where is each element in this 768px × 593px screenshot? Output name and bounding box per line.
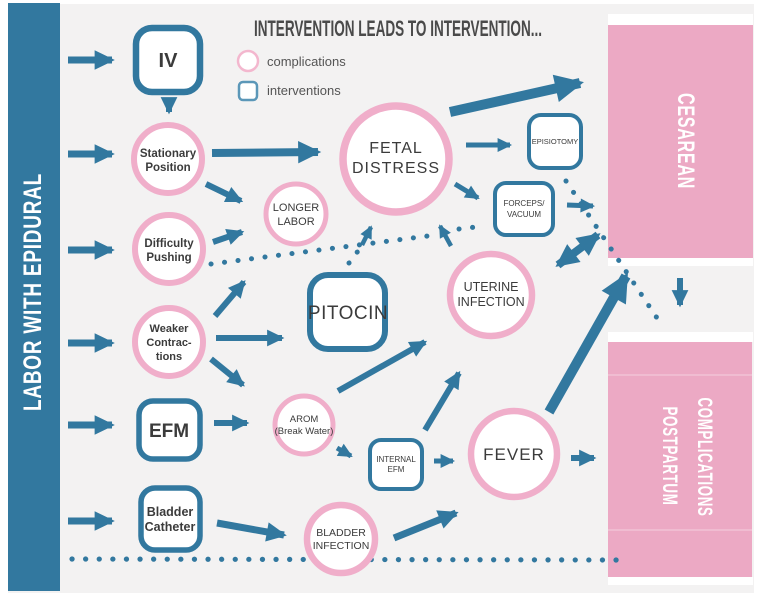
postpartum-label-line1: POSTPARTUM xyxy=(658,407,681,506)
fetal-distress-label-2: DISTRESS xyxy=(352,160,440,177)
node-efm xyxy=(136,398,203,462)
arrow-arom-to-internal-efm xyxy=(335,443,353,459)
sidebar-title: LABOR WITH EPIDURAL xyxy=(19,173,47,411)
dotted-arrowhead-into-fetal-distress-left xyxy=(359,225,374,247)
efm-label: EFM xyxy=(149,421,189,442)
arrow-arom-to-uterine-infection xyxy=(336,339,428,394)
fever-label: FEVER xyxy=(483,445,545,464)
bladder-infection-label-2: INFECTION xyxy=(313,540,370,552)
uterine-infection-label-1: UTERINE xyxy=(464,280,519,294)
uterine-infection-label-2: INFECTION xyxy=(457,295,524,309)
cesarean-panel xyxy=(608,25,753,258)
bladder-catheter-label-2: Catheter xyxy=(145,520,196,534)
iv-label: IV xyxy=(159,50,179,72)
weaker-label-2: Contrac- xyxy=(146,337,192,349)
episiotomy-label: EPISIOTOMY xyxy=(532,137,579,146)
pitocin-label: PITOCIN xyxy=(308,303,388,324)
legend-interventions-label: interventions xyxy=(267,83,341,98)
arom-label-1: AROM xyxy=(290,414,319,425)
node-arom xyxy=(272,393,336,457)
dotted-forceps-to-fetal-distress xyxy=(456,224,479,232)
fetal-distress-label-1: FETAL xyxy=(369,140,423,157)
difficulty-label-2: Pushing xyxy=(146,252,191,264)
difficulty-label-1: Difficulty xyxy=(144,238,194,250)
dotted-arrowhead-into-fetal-distress-right xyxy=(438,224,453,248)
arrow-cesarean-uterine-infection-double xyxy=(555,231,601,269)
arrow-forceps-to-cesarean xyxy=(566,198,596,213)
internal-efm-label-2: EFM xyxy=(388,465,405,474)
node-stationary-position xyxy=(131,122,205,196)
arrow-stationary-to-longer-labor xyxy=(204,181,244,204)
arom-label-2: (Break Water) xyxy=(275,426,334,437)
node-pitocin xyxy=(307,272,388,352)
arrow-fetal-distress-to-cesarean xyxy=(448,74,584,117)
left-margin xyxy=(0,0,8,593)
node-fetal-distress xyxy=(339,102,453,216)
right-margin xyxy=(754,0,768,593)
bladder-infection-label-1: BLADDER xyxy=(316,527,366,539)
arrow-bladder-infection-to-fever xyxy=(392,509,459,542)
forceps-label-2: VACUUM xyxy=(507,210,541,219)
panel-gap xyxy=(608,14,753,25)
bladder-catheter-label-1: Bladder xyxy=(147,505,194,519)
node-uterine-infection xyxy=(446,250,536,340)
dotted-pitocin-to-fetal-distress xyxy=(346,248,361,266)
legend-complications-label: complications xyxy=(267,54,346,69)
longer-labor-label-2: LABOR xyxy=(277,216,314,228)
node-weaker-contractions xyxy=(132,305,206,379)
node-forceps-vacuum xyxy=(493,181,555,237)
panel-gap xyxy=(608,332,753,342)
arrow-difficulty-to-longer-labor xyxy=(212,228,245,245)
diagram-title: INTERVENTION LEADS TO INTERVENTION... xyxy=(254,16,542,41)
node-iv xyxy=(132,24,204,96)
stationary-label-2: Position xyxy=(145,162,190,174)
arrow-weaker-to-arom xyxy=(209,356,245,388)
node-internal-efm xyxy=(368,438,424,491)
top-margin xyxy=(0,0,768,4)
panel-gap xyxy=(608,577,753,585)
postpartum-panel xyxy=(608,342,752,577)
forceps-label-1: FORCEPS/ xyxy=(504,199,546,208)
longer-labor-label-1: LONGER xyxy=(273,202,320,214)
dotted-difficulty-to-fetal-distress xyxy=(208,233,431,267)
weaker-label-3: tions xyxy=(156,351,182,363)
node-bladder-catheter xyxy=(138,485,203,553)
cesarean-label: CESAREAN xyxy=(672,93,699,189)
sidebar xyxy=(8,3,60,591)
legend-intervention-icon xyxy=(237,80,259,102)
node-difficulty-pushing xyxy=(132,212,206,286)
arrow-fetal-distress-to-forceps xyxy=(453,181,480,201)
stationary-label-1: Stationary xyxy=(140,148,197,160)
internal-efm-label-1: INTERNAL xyxy=(376,455,416,464)
arrow-stationary-to-fetal-distress xyxy=(211,141,322,164)
arrow-weaker-to-longer-labor xyxy=(212,280,247,318)
panel-gap xyxy=(608,258,753,266)
node-fever xyxy=(467,407,561,501)
weaker-label-1: Weaker xyxy=(150,323,190,335)
arrow-fever-to-cesarean xyxy=(544,272,631,415)
node-longer-labor xyxy=(263,181,329,247)
legend-complication-icon xyxy=(236,49,260,73)
arrow-bladder-catheter-to-bladder-infection xyxy=(216,519,287,542)
postpartum-label-line2: COMPLICATIONS xyxy=(693,398,716,517)
node-bladder-infection xyxy=(303,501,379,577)
node-episiotomy xyxy=(527,113,583,170)
arrow-internal-efm-to-uterine-infection xyxy=(422,370,462,432)
